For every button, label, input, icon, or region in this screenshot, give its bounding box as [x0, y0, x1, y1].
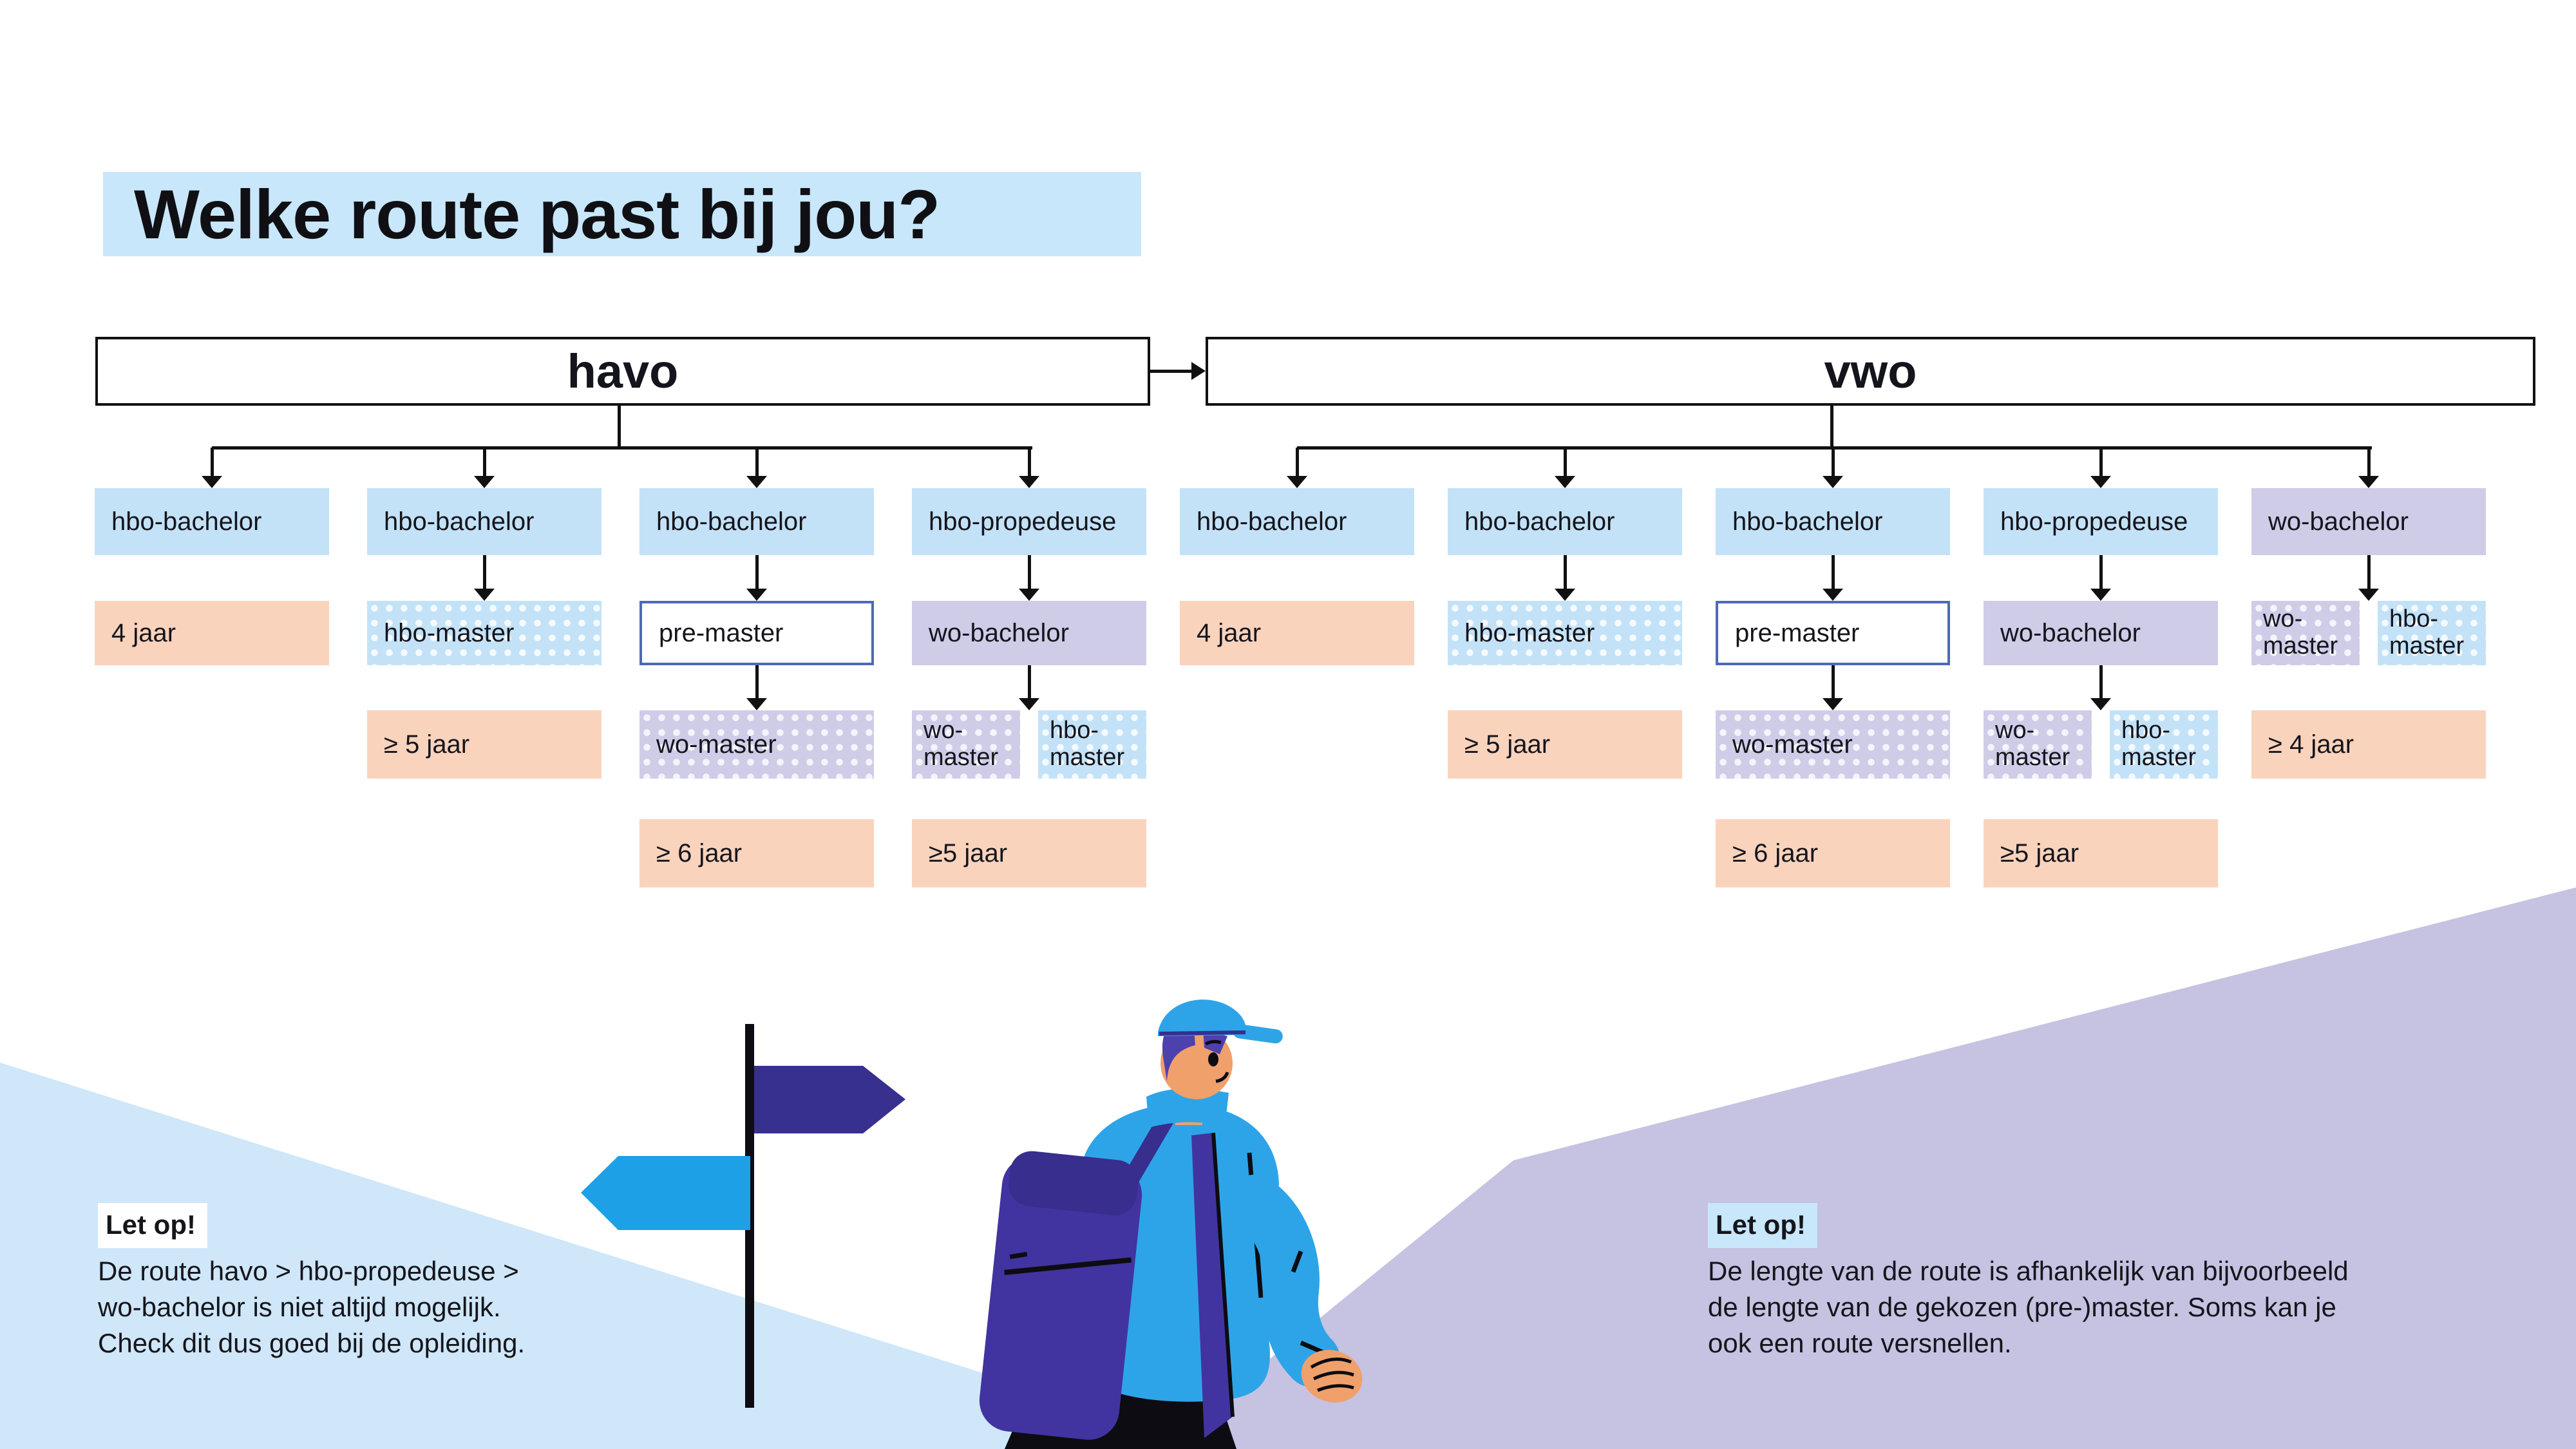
arrow-line: [2099, 665, 2103, 699]
arrow-down-icon: [1823, 589, 1843, 601]
arrow-down-icon: [1287, 476, 1307, 488]
page-title-highlight: Welke route past bij jou?: [103, 172, 1141, 256]
flow-box-hbo-master: hbo-master: [2378, 601, 2486, 665]
flow-box-hbo-bachelor: hbo-bachelor: [639, 488, 874, 555]
flow-box-hbo-bachelor: hbo-bachelor: [95, 488, 329, 555]
flow-box-wo-master: wo-master: [1716, 710, 1950, 779]
arrow-line: [1028, 555, 1031, 589]
connector-line: [212, 446, 1032, 450]
arrow-line: [2367, 448, 2371, 477]
flow-box-wo-bachelor: wo-bachelor: [2251, 488, 2486, 555]
flow-box-pre-master: pre-master: [1716, 601, 1950, 665]
connector-line: [1830, 404, 1833, 448]
arrow-line: [483, 555, 486, 589]
arrow-down-icon: [1823, 476, 1843, 488]
flow-box-hbo-bachelor: hbo-bachelor: [1448, 488, 1682, 555]
arrow-down-icon: [202, 476, 222, 488]
flow-box-hbo-propedeuse: hbo-propedeuse: [912, 488, 1146, 555]
flow-box-duration: ≥ 4 jaar: [2251, 710, 2486, 779]
flow-box-wo-bachelor: wo-bachelor: [912, 601, 1146, 665]
signpost-illustration: [581, 1024, 905, 1408]
flow-box-hbo-master: hbo-master: [367, 601, 601, 665]
note-left-line: Check dit dus goed bij de opleiding.: [98, 1328, 526, 1358]
arrow-line: [1296, 448, 1299, 477]
arrow-line: [1028, 448, 1031, 477]
flow-box-wo-master: wo-master: [1984, 710, 2092, 779]
arrow-line: [755, 665, 759, 699]
note-right-line: de lengte van de gekozen (pre-)master. S…: [1708, 1292, 2336, 1322]
flow-box-hbo-master: hbo-master: [1448, 601, 1682, 665]
arrow-down-icon: [1019, 476, 1039, 488]
flow-box-duration: ≥ 5 jaar: [367, 710, 601, 779]
arrow-down-icon: [1823, 698, 1843, 710]
arrow-down-icon: [746, 589, 767, 601]
flow-box-duration: ≥5 jaar: [912, 819, 1146, 887]
arrow-down-icon: [2358, 589, 2379, 601]
arrow-down-icon: [2358, 476, 2379, 488]
arrow-down-icon: [1019, 698, 1039, 710]
flow-box-hbo-bachelor: hbo-bachelor: [367, 488, 601, 555]
arrow-down-icon: [1555, 589, 1575, 601]
arrow-down-icon: [2090, 698, 2111, 710]
flow-box-hbo-master: hbo-master: [1038, 710, 1146, 779]
flow-box-duration: ≥ 5 jaar: [1448, 710, 1682, 779]
arrow-line: [2367, 555, 2371, 589]
note-right-line: ook een route versnellen.: [1708, 1328, 2012, 1358]
track-header-havo: havo: [95, 337, 1150, 406]
flow-box-hbo-bachelor: hbo-bachelor: [1716, 488, 1950, 555]
flow-box-pre-master: pre-master: [639, 601, 874, 665]
arrow-line: [483, 448, 486, 477]
arrow-line: [1150, 370, 1191, 373]
arrow-down-icon: [1019, 589, 1039, 601]
flow-box-wo-bachelor: wo-bachelor: [1984, 601, 2218, 665]
arrow-line: [2099, 448, 2103, 477]
note-left-line: De route havo > hbo-propedeuse >: [98, 1256, 519, 1286]
arrow-line: [1564, 555, 1567, 589]
arrow-down-icon: [746, 698, 767, 710]
flow-box-hbo-propedeuse: hbo-propedeuse: [1984, 488, 2218, 555]
arrow-down-icon: [474, 476, 495, 488]
flow-box-duration: ≥ 6 jaar: [639, 819, 874, 887]
flow-box-duration: 4 jaar: [95, 601, 329, 665]
arrow-down-icon: [474, 589, 495, 601]
track-header-vwo: vwo: [1206, 337, 2535, 406]
flow-box-duration: 4 jaar: [1180, 601, 1414, 665]
flow-box-wo-master: wo-master: [912, 710, 1020, 779]
flow-box-duration: ≥ 6 jaar: [1716, 819, 1950, 887]
note-right-chip: Let op!: [1708, 1203, 1817, 1248]
note-left-chip: Let op!: [98, 1203, 207, 1248]
note-right-line: De lengte van de route is afhankelijk va…: [1708, 1256, 2349, 1286]
arrow-down-icon: [2090, 589, 2111, 601]
flow-box-hbo-bachelor: hbo-bachelor: [1180, 488, 1414, 555]
arrow-line: [211, 448, 214, 477]
flow-box-wo-master: wo-master: [2251, 601, 2360, 665]
arrow-line: [1564, 448, 1567, 477]
arrow-line: [1832, 448, 1835, 477]
flow-box-hbo-master: hbo-master: [2110, 710, 2218, 779]
flow-box-duration: ≥5 jaar: [1984, 819, 2218, 887]
student-illustration: [979, 999, 1363, 1449]
arrow-down-icon: [2090, 476, 2111, 488]
connector-line: [618, 404, 621, 448]
arrow-line: [2099, 555, 2103, 589]
arrow-right-icon: [1191, 362, 1206, 380]
arrow-line: [755, 555, 759, 589]
flow-box-wo-master: wo-master: [639, 710, 874, 779]
page-title: Welke route past bij jou?: [134, 175, 940, 253]
note-left-line: wo-bachelor is niet altijd mogelijk.: [98, 1292, 501, 1322]
arrow-down-icon: [1555, 476, 1575, 488]
note-left: Let op! De route havo > hbo-propedeuse >…: [98, 1203, 525, 1361]
arrow-down-icon: [746, 476, 767, 488]
arrow-line: [755, 448, 759, 477]
arrow-line: [1832, 555, 1835, 589]
arrow-line: [1832, 665, 1835, 699]
note-right: Let op! De lengte van de route is afhank…: [1708, 1203, 2349, 1361]
arrow-line: [1028, 665, 1031, 699]
